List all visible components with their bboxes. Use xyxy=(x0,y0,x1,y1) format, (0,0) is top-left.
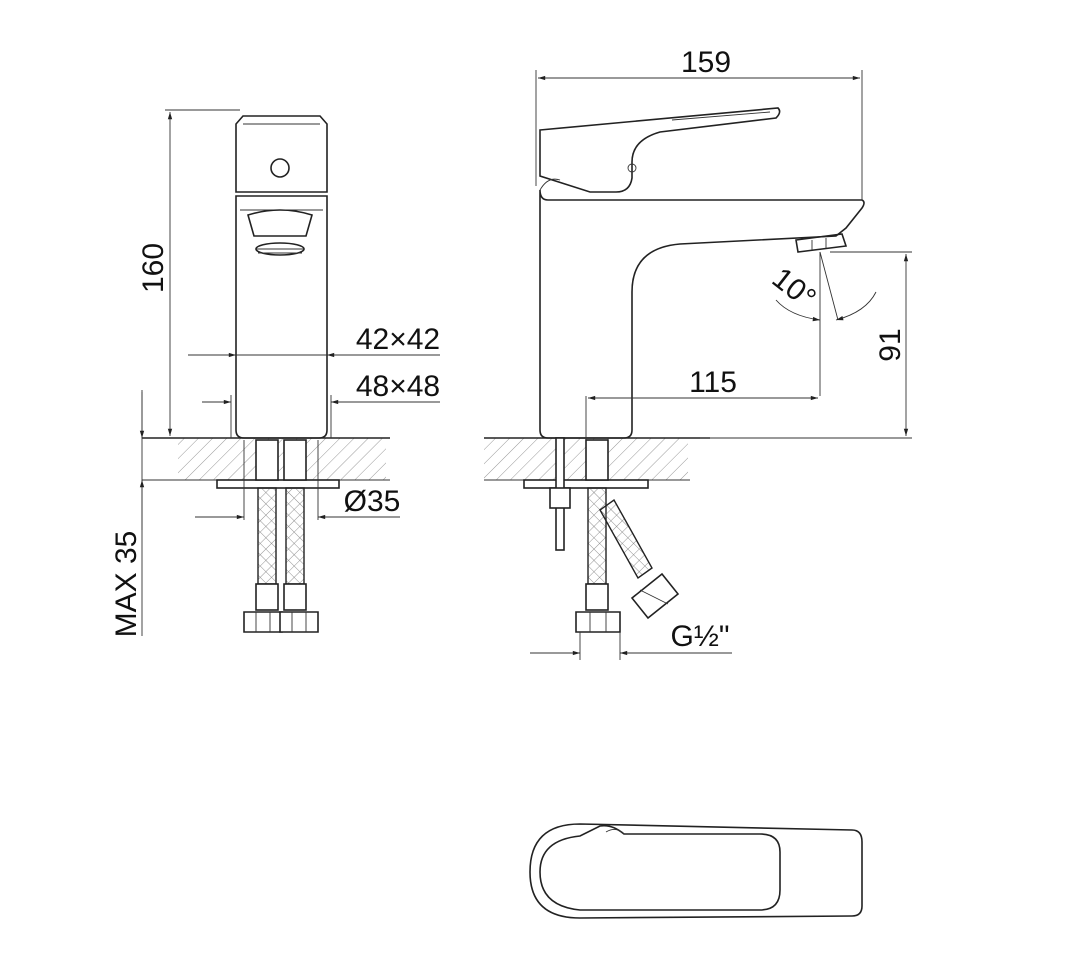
dim-max35-label: MAX 35 xyxy=(110,531,143,638)
front-body xyxy=(235,195,328,439)
side-nut-vertical xyxy=(575,611,621,633)
top-view xyxy=(529,823,863,919)
top-handle-cap xyxy=(539,824,781,911)
side-hose-angled xyxy=(599,498,653,580)
side-hose-top xyxy=(585,439,609,481)
top-handle-inner xyxy=(605,829,625,835)
angle-arc-right xyxy=(835,291,877,321)
angle-arc-left xyxy=(775,299,821,322)
front-handle xyxy=(235,115,328,193)
side-handle-highlight xyxy=(671,111,771,121)
front-hose-right xyxy=(285,487,305,585)
side-handle-pivot xyxy=(627,163,637,173)
side-aerator-detail xyxy=(811,238,827,250)
front-deck-hatch xyxy=(178,438,386,480)
side-nut-angled xyxy=(630,572,680,620)
front-hose-left-ferrule xyxy=(255,583,279,611)
side-hose-ferrule xyxy=(585,583,609,611)
front-aerator-mesh xyxy=(256,248,304,254)
dim-42-label: 42×42 xyxy=(356,323,440,356)
front-hose-left-top xyxy=(255,439,279,481)
dim-91-label: 91 xyxy=(874,328,907,361)
dim-angle-label: 10° xyxy=(766,262,822,316)
dim-159-label: 159 xyxy=(681,46,731,79)
side-body-collar xyxy=(539,178,561,191)
dim-d35-label: Ø35 xyxy=(344,485,401,518)
front-hose-left xyxy=(257,487,277,585)
side-mounting-plate xyxy=(523,479,649,489)
side-view: 10° 159 115 91 xyxy=(484,46,912,660)
front-mounting-plate xyxy=(216,479,340,489)
dim-48-label: 48×48 xyxy=(356,370,440,403)
side-aerator xyxy=(795,233,848,253)
side-body-spout xyxy=(539,189,865,439)
front-handle-screw xyxy=(270,158,290,178)
angle-tilted xyxy=(819,251,839,321)
side-rod-nut xyxy=(549,487,571,509)
front-hose-right-top xyxy=(283,439,307,481)
side-nut-angled-line xyxy=(639,589,669,605)
dim-g-label: G½" xyxy=(670,620,729,653)
side-handle-lever xyxy=(539,107,781,193)
dim-115-label: 115 xyxy=(689,366,737,399)
front-hose-right-ferrule xyxy=(283,583,307,611)
dim-160-label: 160 xyxy=(137,243,170,293)
front-view: 160 42×42 48×48 Ø35 MAX 35 xyxy=(110,109,440,638)
top-outline xyxy=(529,823,863,919)
front-nut-left xyxy=(243,611,283,633)
front-nut-right xyxy=(279,611,319,633)
side-hose-vertical xyxy=(587,487,607,585)
front-aerator xyxy=(247,209,313,237)
